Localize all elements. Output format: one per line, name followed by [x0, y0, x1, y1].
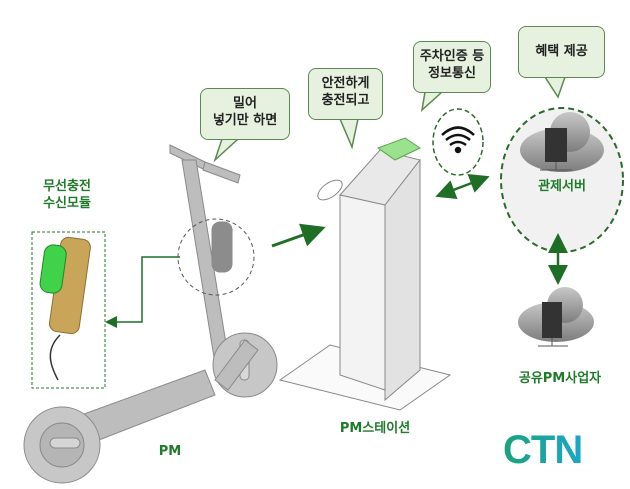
bubble-text: 밀어: [233, 96, 257, 111]
bubble-benefit: 혜택 제공: [518, 26, 605, 78]
operator-label: 공유PM사업자: [518, 371, 602, 386]
bubble-tail: [543, 76, 567, 99]
wifi-icon: [441, 126, 475, 154]
ctn-logo: CTN: [503, 428, 583, 472]
module-box: [31, 231, 106, 389]
bubble-text: 혜택 제공: [535, 44, 588, 59]
cloud-server-icon: [520, 112, 604, 172]
module-arrow: [105, 256, 180, 328]
pm-station-illustration: [278, 137, 452, 411]
bubble-text: 충전되고: [321, 93, 370, 108]
bubble-comm: 주차인증 등 정보통신: [413, 41, 491, 93]
server-label: 관제서버: [538, 179, 586, 194]
bubble-text: 넣기만 하면: [212, 113, 278, 128]
operator-cloud-server-icon: [518, 287, 594, 347]
bubble-push: 밀어 넣기만 하면: [200, 88, 290, 140]
bubble-text: 주차인증 등: [419, 49, 485, 64]
bubble-text: 정보통신: [428, 66, 476, 81]
wifi-circle: [432, 108, 484, 176]
scooter-illustration: [23, 144, 278, 484]
station-server-arrow: [435, 173, 490, 200]
bubble-tail: [420, 91, 444, 112]
label-line: 무선충전: [43, 179, 91, 194]
bubble-text: 안전하게: [321, 76, 370, 91]
station-label: PM스테이션: [339, 421, 411, 436]
bubble-tail: [213, 138, 240, 163]
bubble-tail: [338, 118, 359, 150]
to-station-arrow: [271, 223, 326, 248]
module-label: 무선충전 수신모듈: [22, 178, 112, 212]
pm-label: PM: [158, 444, 182, 459]
charging-module-illustration: [39, 236, 91, 381]
label-line: 수신모듈: [43, 196, 91, 211]
bubble-charge: 안전하게 충전되고: [308, 68, 383, 120]
